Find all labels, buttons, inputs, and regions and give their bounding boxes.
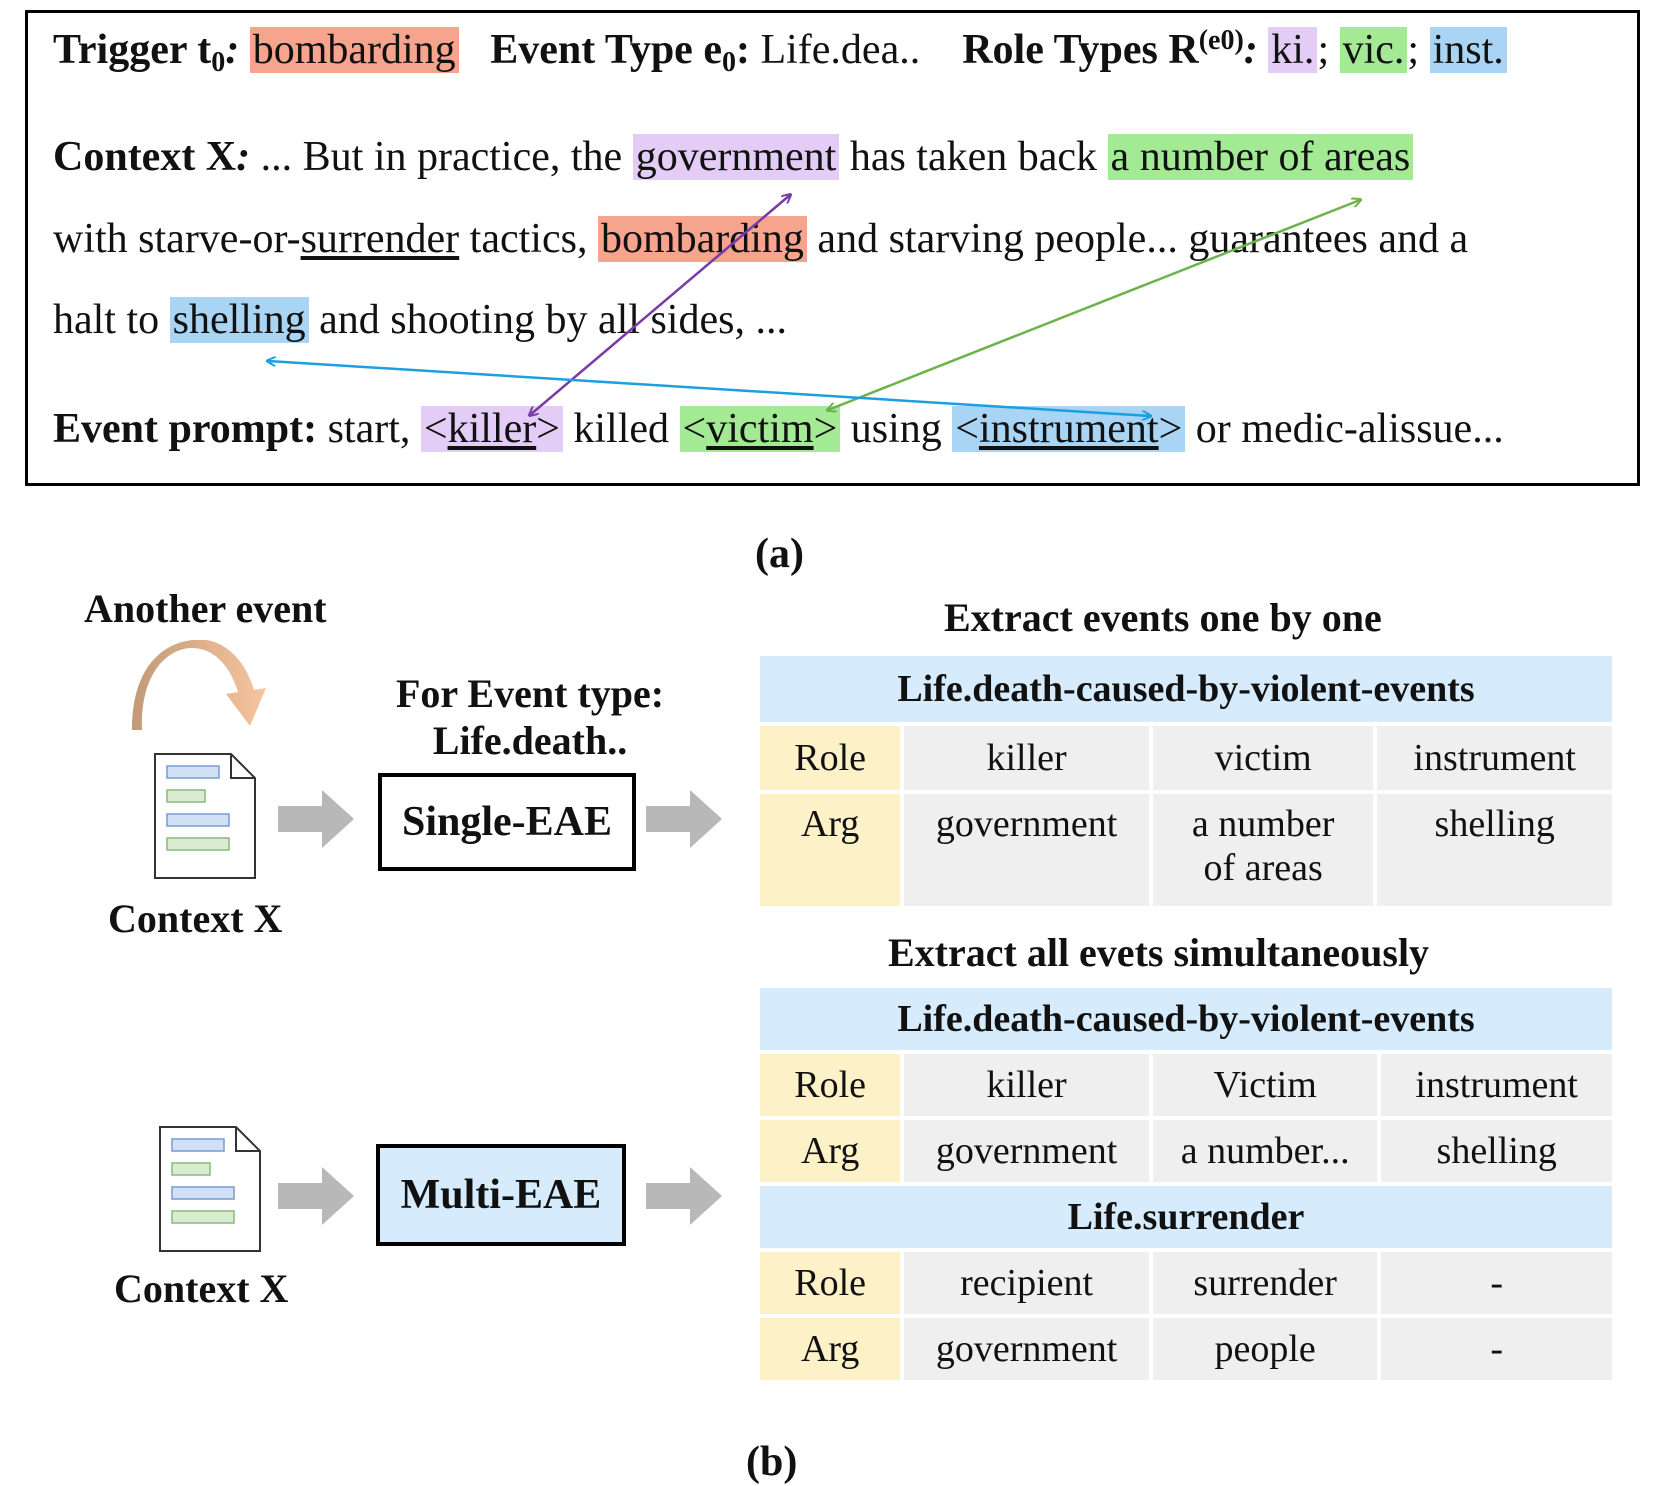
- arg-label-cell: Arg: [760, 1120, 901, 1182]
- document-icon: [159, 1126, 261, 1252]
- arg-cell: shelling: [1381, 1120, 1612, 1182]
- trigger-line: Trigger t0: bombarding Event Type e0: Li…: [53, 25, 1507, 79]
- context-x-label-1: Context X: [108, 896, 283, 941]
- context-line-3: halt to shelling and shooting by all sid…: [53, 297, 787, 343]
- event-header: Life.death-caused-by-violent-events: [760, 988, 1612, 1050]
- role-cell: instrument: [1381, 1054, 1612, 1116]
- right-arrow-icon: [646, 1167, 722, 1225]
- role-cell: instrument: [1377, 726, 1612, 790]
- event-type-value: Life.dea..: [760, 27, 921, 73]
- panel-a-box: Trigger t0: bombarding Event Type e0: Li…: [25, 10, 1640, 486]
- role-label-cell: Role: [760, 1252, 901, 1314]
- context-areas: a number of areas: [1107, 134, 1414, 180]
- arg-label-cell: Arg: [760, 794, 901, 906]
- heading-simultaneous: Extract all evets simultaneously: [888, 930, 1430, 975]
- role-cell: recipient: [904, 1252, 1149, 1314]
- document-icon: [154, 753, 256, 879]
- context-x-label-2: Context X: [114, 1266, 289, 1311]
- context-label: Context X:: [53, 134, 251, 180]
- arg-label-cell: Arg: [760, 1318, 901, 1380]
- context-surrender: surrender: [300, 216, 460, 262]
- event-header: Life.death-caused-by-violent-events: [760, 656, 1612, 722]
- role-types-label: Role Types R(e0):: [962, 25, 1258, 73]
- role-ki: ki.: [1268, 27, 1318, 73]
- context-line-1: Context X: ... But in practice, the gove…: [53, 133, 1414, 181]
- curved-arrow-icon: [132, 640, 266, 730]
- role-inst: inst.: [1429, 27, 1507, 73]
- arg-cell: shelling: [1377, 794, 1612, 906]
- right-arrow-icon: [646, 790, 722, 848]
- right-arrow-icon: [278, 1167, 354, 1225]
- role-vic: vic.: [1339, 27, 1408, 73]
- trigger-value: bombarding: [249, 27, 459, 73]
- event-prompt-label: Event prompt:: [53, 406, 318, 452]
- context-shelling: shelling: [169, 297, 309, 343]
- role-cell: Victim: [1152, 1054, 1378, 1116]
- multi-eae-box: Multi-EAE: [376, 1144, 626, 1246]
- caption-b: (b): [746, 1439, 798, 1485]
- for-event-type-label: For Event type: Life.death..: [395, 671, 665, 763]
- role-cell: killer: [904, 726, 1149, 790]
- arg-cell: -: [1381, 1318, 1612, 1380]
- role-label-cell: Role: [760, 1054, 901, 1116]
- event-type-label: Event Type e0:: [490, 27, 750, 78]
- role-cell: surrender: [1152, 1252, 1378, 1314]
- event-prompt-line: Event prompt: start, <killer> killed <vi…: [53, 406, 1504, 452]
- trigger-label: Trigger t0:: [53, 27, 240, 78]
- arg-cell: government: [904, 794, 1149, 906]
- arg-cell: people: [1152, 1318, 1378, 1380]
- arg-cell: a number...: [1152, 1120, 1378, 1182]
- another-event-label: Another event: [84, 586, 327, 631]
- arg-cell: government: [904, 1120, 1149, 1182]
- context-bombarding: bombarding: [597, 216, 807, 262]
- event-header: Life.surrender: [760, 1186, 1612, 1248]
- context-government: government: [632, 134, 840, 180]
- role-cell: -: [1381, 1252, 1612, 1314]
- table-multi-eae: Life.death-caused-by-violent-events Role…: [756, 984, 1616, 1384]
- role-cell: victim: [1152, 726, 1374, 790]
- heading-one-by-one: Extract events one by one: [944, 595, 1382, 640]
- single-eae-box: Single-EAE: [378, 773, 636, 871]
- right-arrow-icon: [278, 790, 354, 848]
- prompt-victim: <victim>: [679, 406, 841, 452]
- prompt-killer: <killer>: [420, 406, 563, 452]
- caption-a: (a): [755, 531, 804, 577]
- role-cell: killer: [904, 1054, 1149, 1116]
- table-single-eae: Life.death-caused-by-violent-events Role…: [756, 652, 1616, 910]
- context-line-2: with starve-or-surrender tactics, bombar…: [53, 216, 1469, 262]
- prompt-instrument: <instrument>: [952, 406, 1186, 452]
- arg-cell: government: [904, 1318, 1149, 1380]
- role-label-cell: Role: [760, 726, 901, 790]
